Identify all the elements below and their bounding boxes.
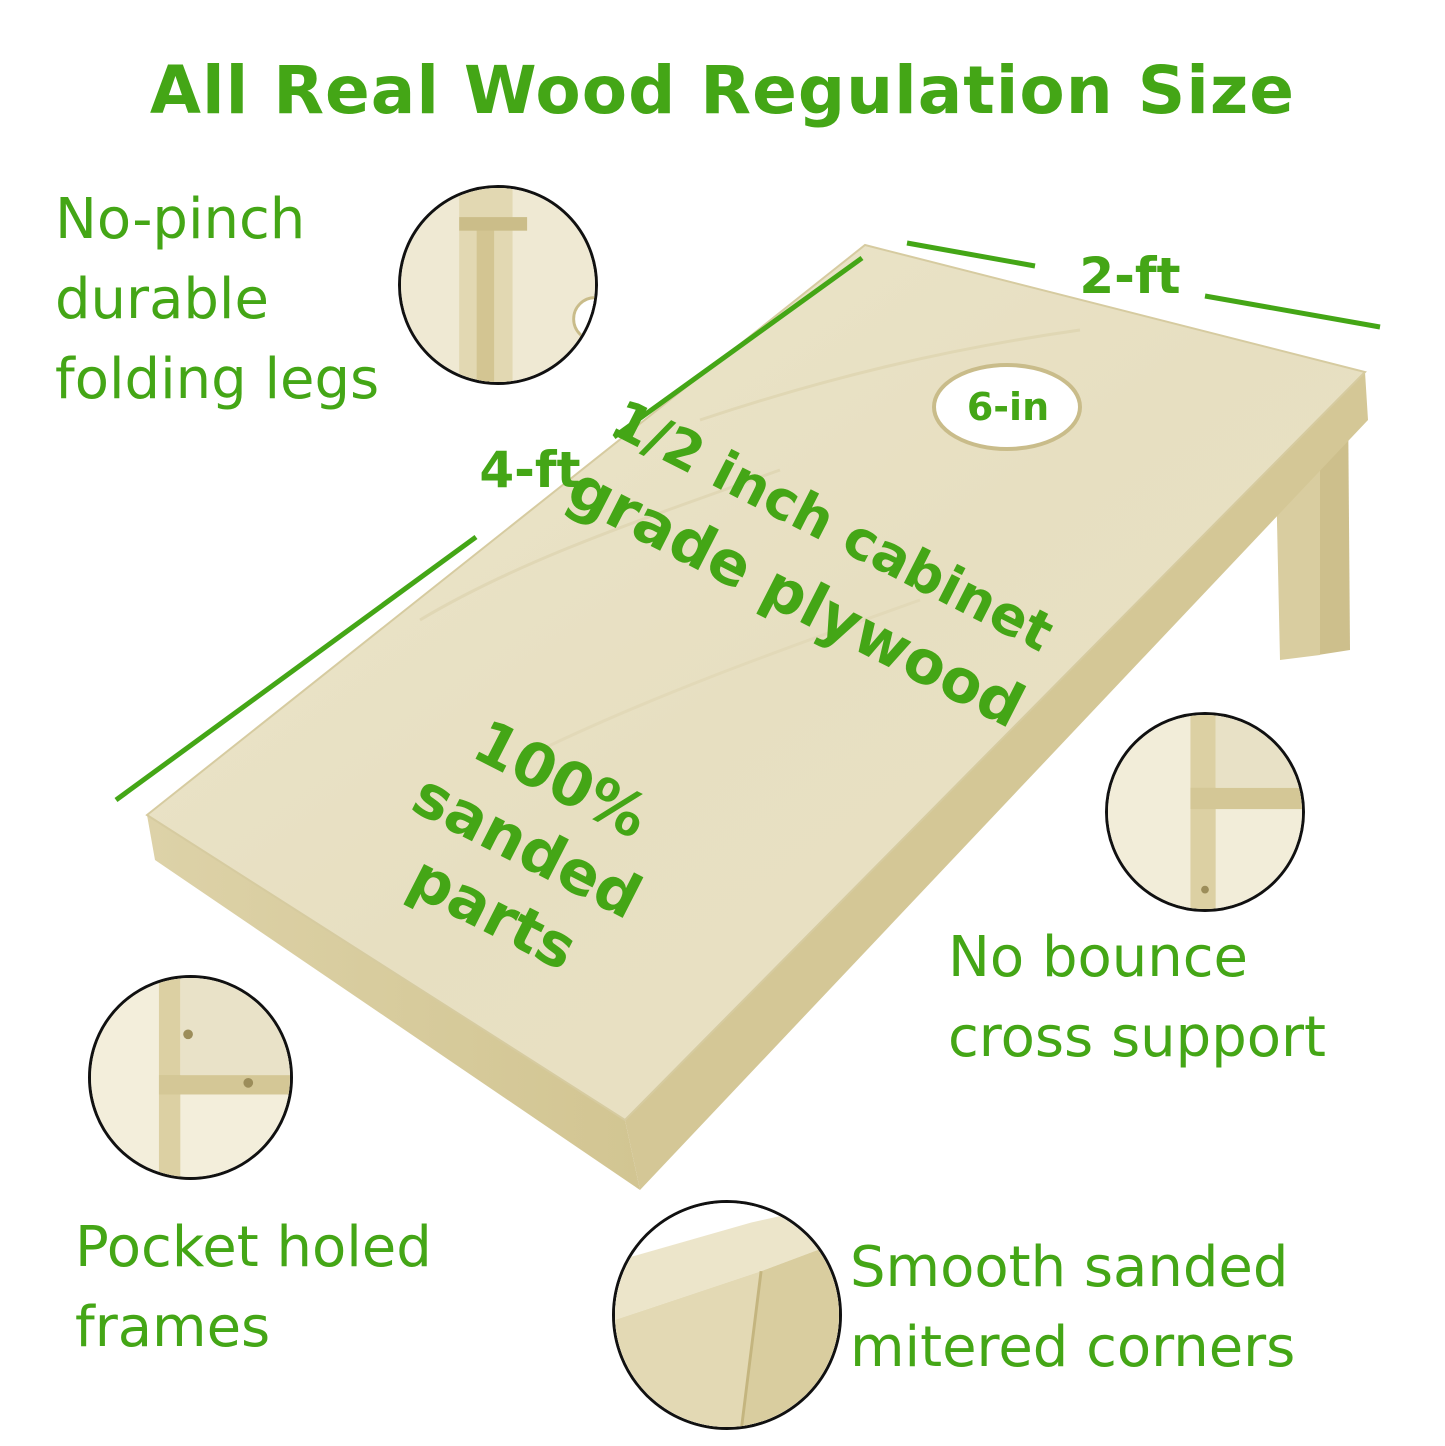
hole-label: 6-in: [967, 385, 1049, 429]
feature-corners-line2: mitered corners: [850, 1315, 1296, 1380]
board-hole: [932, 363, 1082, 451]
board-front-edge: [147, 815, 640, 1190]
feature-cross-support: No bounce cross support: [948, 918, 1326, 1078]
width-label: 2-ft: [1079, 247, 1180, 305]
feature-frames-line2: frames: [75, 1295, 271, 1360]
feature-support-line2: cross support: [948, 1005, 1326, 1070]
feature-frames-line1: Pocket holed: [75, 1215, 432, 1280]
feature-legs-line1: No-pinch: [55, 187, 306, 252]
length-label: 4-ft: [479, 441, 580, 499]
feature-folding-legs: No-pinch durable folding legs: [55, 180, 379, 420]
length-dim-line-bottom: [114, 534, 478, 803]
feature-mitered-corners: Smooth sanded mitered corners: [850, 1228, 1295, 1388]
width-dim-line-left: [906, 240, 1036, 269]
width-dim-line-right: [1204, 293, 1381, 330]
feature-corners-line1: Smooth sanded: [850, 1235, 1289, 1300]
feature-legs-line3: folding legs: [55, 347, 380, 412]
feature-legs-line2: durable: [55, 267, 269, 332]
cross-support-detail-image: [1105, 712, 1305, 912]
length-dim-line-top: [612, 255, 864, 440]
feature-pocket-frames: Pocket holed frames: [75, 1208, 432, 1368]
page-title: All Real Wood Regulation Size: [149, 52, 1296, 129]
board-side-edge: [625, 372, 1368, 1190]
mitered-corner-detail-image: [612, 1200, 842, 1430]
pocket-hole-frame-detail-image: [88, 975, 293, 1180]
board-top-surface: [145, 243, 1367, 1122]
feature-support-line1: No bounce: [948, 925, 1248, 990]
folding-leg-detail-image: [398, 185, 598, 385]
